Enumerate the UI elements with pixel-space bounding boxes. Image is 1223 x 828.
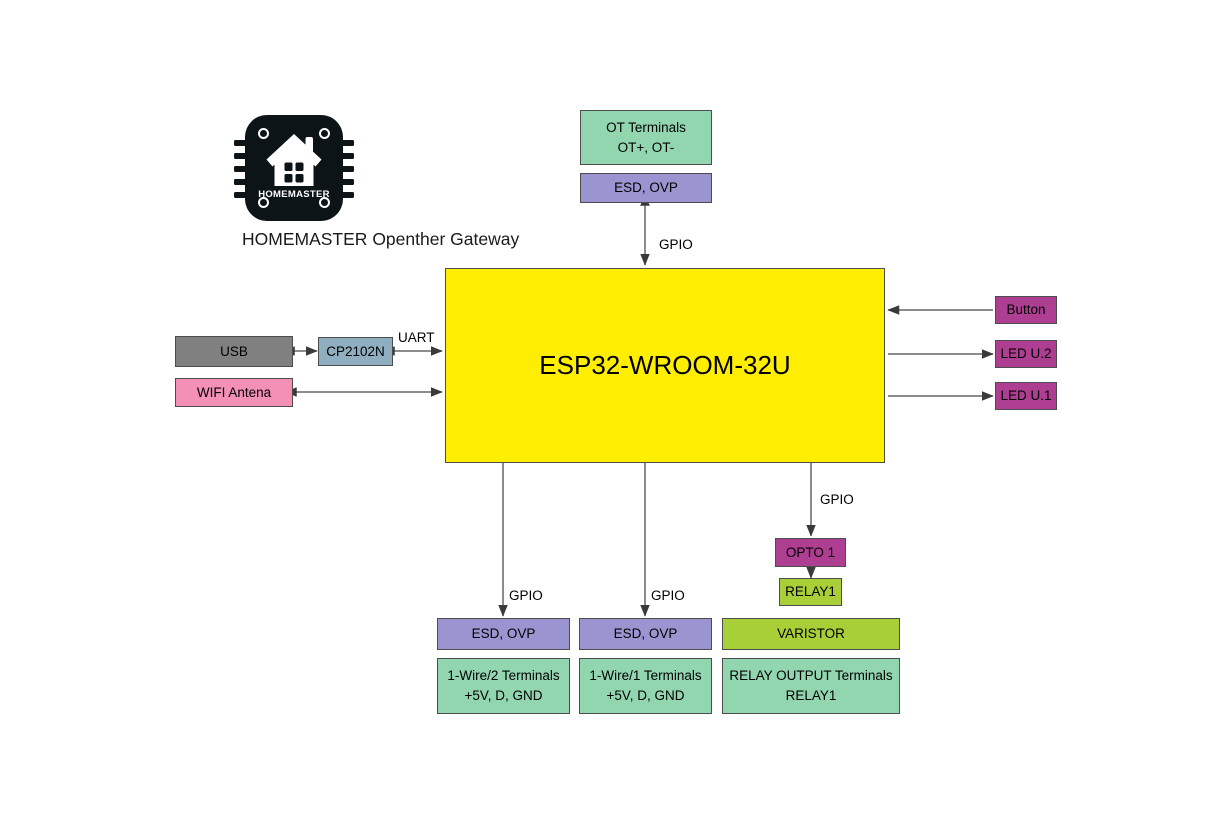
varistor-label: VARISTOR — [777, 626, 845, 642]
chip-screw-bottom-left — [258, 197, 269, 208]
node-esp32-wroom-32u[interactable]: ESP32-WROOM-32U — [445, 268, 885, 463]
esd-ovp-ot-label: ESD, OVP — [614, 180, 678, 196]
chip-pin-left-3 — [234, 166, 248, 172]
wire-label-gpio-ot: GPIO — [659, 237, 693, 252]
node-led-u2[interactable]: LED U.2 — [995, 340, 1057, 368]
node-cp2102n[interactable]: CP2102N — [318, 337, 393, 366]
chip-pin-right-2 — [340, 153, 354, 159]
logo-caption: HOMEMASTER Openther Gateway — [242, 228, 519, 251]
chip-screw-top-left — [258, 128, 269, 139]
node-1wire1-terminals[interactable]: 1-Wire/1 Terminals +5V, D, GND — [579, 658, 712, 714]
onewire2-line1: 1-Wire/2 Terminals — [447, 668, 560, 684]
usb-label: USB — [220, 343, 248, 359]
relay-output-line1: RELAY OUTPUT Terminals — [729, 668, 893, 684]
chip-screw-bottom-right — [319, 197, 330, 208]
chip-pin-left-2 — [234, 153, 248, 159]
button-label: Button — [1006, 302, 1046, 318]
node-opto1[interactable]: OPTO 1 — [775, 538, 846, 567]
onewire1-line2: +5V, D, GND — [606, 688, 685, 703]
node-led-u1[interactable]: LED U.1 — [995, 382, 1057, 410]
relay1-label: RELAY1 — [785, 584, 836, 600]
node-relay-output-terminals[interactable]: RELAY OUTPUT Terminals RELAY1 — [722, 658, 900, 714]
led-u1-label: LED U.1 — [1000, 388, 1052, 404]
logo-caption-line2: Openther Gateway — [372, 229, 520, 249]
node-usb[interactable]: USB — [175, 336, 293, 367]
esd-ovp-1wire1-label: ESD, OVP — [613, 626, 678, 642]
chip-pin-left-1 — [234, 140, 248, 146]
wire-label-gpio-relay: GPIO — [820, 492, 854, 507]
node-esd-ovp-1wire2[interactable]: ESD, OVP — [437, 618, 570, 650]
onewire1-line1: 1-Wire/1 Terminals — [589, 668, 702, 684]
chip-pin-right-4 — [340, 179, 354, 185]
chip-pin-left-4 — [234, 179, 248, 185]
node-1wire2-terminals[interactable]: 1-Wire/2 Terminals +5V, D, GND — [437, 658, 570, 714]
house-glyph-icon — [266, 134, 322, 186]
wifi-antenna-label: WIFI Antena — [196, 384, 272, 400]
logo-caption-line1: HOMEMASTER — [242, 229, 368, 249]
homemaster-logo: HOMEMASTER — [231, 112, 357, 224]
chip-pin-left-5 — [234, 192, 248, 198]
node-esd-ovp-1wire1[interactable]: ESD, OVP — [579, 618, 712, 650]
wire-label-gpio-1wire1: GPIO — [651, 588, 685, 603]
esp32-label: ESP32-WROOM-32U — [539, 349, 791, 380]
chip-pin-right-5 — [340, 192, 354, 198]
led-u2-label: LED U.2 — [1000, 346, 1052, 362]
node-varistor[interactable]: VARISTOR — [722, 618, 900, 650]
ot-terminals-line1: OT Terminals — [606, 119, 686, 135]
cp2102n-label: CP2102N — [326, 343, 385, 359]
node-button[interactable]: Button — [995, 296, 1057, 324]
wire-label-gpio-1wire2: GPIO — [509, 588, 543, 603]
chip-wordmark: HOMEMASTER — [258, 189, 330, 200]
node-esd-ovp-ot[interactable]: ESD, OVP — [580, 173, 712, 203]
ot-terminals-line2: OT+, OT- — [617, 139, 675, 155]
node-relay1[interactable]: RELAY1 — [779, 578, 842, 606]
node-ot-terminals[interactable]: OT Terminals OT+, OT- — [580, 110, 712, 165]
chip-body: HOMEMASTER — [245, 115, 343, 221]
esd-ovp-1wire2-label: ESD, OVP — [471, 626, 536, 642]
opto1-label: OPTO 1 — [785, 544, 836, 560]
wire-label-uart: UART — [398, 330, 435, 345]
chip-pin-right-3 — [340, 166, 354, 172]
relay-output-line2: RELAY1 — [785, 688, 837, 703]
onewire2-line2: +5V, D, GND — [464, 688, 543, 703]
node-wifi-antenna[interactable]: WIFI Antena — [175, 378, 293, 407]
chip-pin-right-1 — [340, 140, 354, 146]
chip-screw-top-right — [319, 128, 330, 139]
